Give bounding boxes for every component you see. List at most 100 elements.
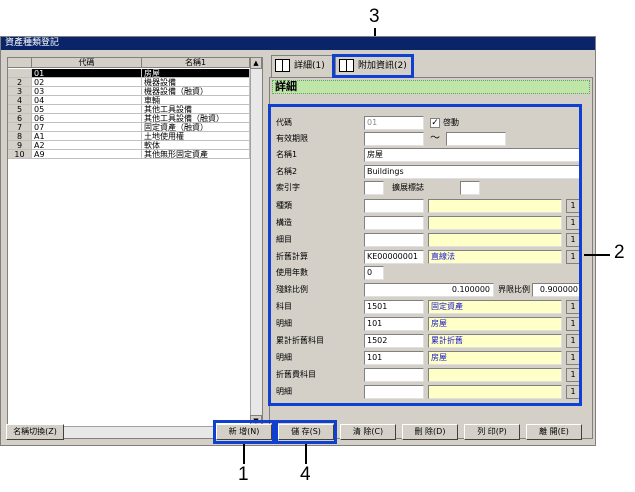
account-lookup-button[interactable]: 1 [566, 300, 580, 314]
callout-2: 2 [614, 242, 625, 263]
row-name: 土地使用權 [142, 132, 250, 140]
row-num: 4 [8, 96, 32, 104]
name1-field[interactable]: 房屋 [364, 148, 580, 162]
useful-life-field[interactable]: 0 [364, 266, 384, 280]
depreciation-code-field[interactable]: KE00000001 [364, 250, 424, 264]
save-button[interactable]: 儲 存(S) [278, 424, 334, 440]
enable-checkbox[interactable]: ✓ [430, 118, 440, 128]
accum-detail-label: 明細 [276, 353, 292, 362]
document-icon [339, 59, 354, 72]
row-num: 7 [8, 123, 32, 131]
name2-label: 名稱2 [276, 167, 298, 176]
useful-life-label: 使用年數 [276, 268, 308, 277]
ext-flag-field[interactable] [460, 181, 480, 195]
index-label: 索引字 [276, 183, 300, 192]
row-code: A9 [32, 150, 142, 158]
limit-ratio-label: 界限比例 [498, 285, 530, 294]
account-code-field[interactable]: 1501 [364, 300, 424, 314]
callout-4-line [305, 444, 307, 464]
callout-4: 4 [300, 464, 311, 485]
tab-detail[interactable]: 詳細(1) [271, 55, 333, 77]
accum-detail-code-field[interactable]: 101 [364, 351, 424, 365]
row-name: 機器設備 [142, 78, 250, 86]
dep-expense-lookup-button[interactable]: 1 [566, 368, 580, 382]
row-code: 05 [32, 105, 142, 113]
accum-lookup-button[interactable]: 1 [566, 334, 580, 348]
row-name: 其他工具設備 [142, 105, 250, 113]
account-label: 科目 [276, 302, 292, 311]
print-button[interactable]: 列 印(P) [464, 424, 520, 440]
structure-label: 構造 [276, 218, 292, 227]
name2-field[interactable]: Buildings [364, 165, 580, 179]
row-code: 06 [32, 114, 142, 122]
scroll-up-icon[interactable]: ▲ [250, 57, 262, 69]
delete-button[interactable]: 刪 除(D) [402, 424, 458, 440]
kind-label: 種類 [276, 201, 292, 210]
callout-1: 1 [238, 464, 249, 485]
dep-expense-label: 折舊費科目 [276, 370, 316, 379]
code-field[interactable]: 01 [364, 116, 424, 130]
new-button[interactable]: 新 增(N) [216, 424, 272, 440]
index-field[interactable] [364, 181, 384, 195]
kind-lookup-button[interactable]: 1 [566, 199, 580, 213]
close-button[interactable]: 離 開(E) [526, 424, 582, 440]
row-num: 9 [8, 141, 32, 149]
dep-detail-lookup-button[interactable]: 1 [566, 385, 580, 399]
limit-ratio-field[interactable]: 0.900000 [532, 283, 582, 297]
row-name: 房屋 [142, 69, 250, 77]
tab-extra-info[interactable]: 附加資訊(2) [335, 55, 413, 77]
detail-panel: 詳細 代碼 01 ✓ 啓動 有效期限 ～ 名稱1 房屋 名稱2 Building… [269, 77, 593, 439]
row-code: 07 [32, 123, 142, 131]
residual-ratio-label: 殘餘比例 [276, 285, 308, 294]
ext-flag-label: 擴展標誌 [392, 183, 424, 192]
account-name-field: 固定資產 [428, 300, 562, 314]
enable-label: 啓動 [443, 118, 459, 127]
account-detail-lookup-button[interactable]: 1 [566, 317, 580, 331]
depreciation-method-field: 直線法 [428, 250, 562, 264]
kind-code-field[interactable] [364, 199, 424, 213]
detail-lookup-button[interactable]: 1 [566, 233, 580, 247]
depreciation-label: 折舊計算 [276, 252, 308, 261]
account-detail-name-field: 房屋 [428, 317, 562, 331]
structure-code-field[interactable] [364, 216, 424, 230]
grid-header-code[interactable]: 代碼 [32, 58, 142, 67]
row-code: A1 [32, 132, 142, 140]
row-name: 車輛 [142, 96, 250, 104]
row-name: 固定資產（融資） [142, 123, 250, 131]
row-name: 軟体 [142, 141, 250, 149]
kind-name-field [428, 199, 562, 213]
depreciation-lookup-button[interactable]: 1 [566, 250, 580, 264]
name-switch-button[interactable]: 名稱切換(Z) [6, 424, 64, 440]
structure-lookup-button[interactable]: 1 [566, 216, 580, 230]
accum-detail-name-field: 房屋 [428, 351, 562, 365]
code-label: 代碼 [276, 118, 292, 127]
row-num: 10 [8, 150, 32, 158]
accum-account-label: 累計折舊科目 [276, 336, 324, 345]
valid-to-field[interactable] [446, 132, 506, 146]
dep-expense-code-field[interactable] [364, 368, 424, 382]
account-detail-code-field[interactable]: 101 [364, 317, 424, 331]
valid-from-field[interactable] [364, 132, 424, 146]
row-code: 02 [32, 78, 142, 86]
dep-detail-code-field[interactable] [364, 385, 424, 399]
accum-detail-lookup-button[interactable]: 1 [566, 351, 580, 365]
detail-code-field[interactable] [364, 233, 424, 247]
grid-header-name[interactable]: 名稱1 [142, 58, 250, 67]
grid-header-num [8, 58, 32, 67]
accum-code-field[interactable]: 1502 [364, 334, 424, 348]
clear-button[interactable]: 清 除(C) [340, 424, 396, 440]
residual-ratio-field[interactable]: 0.100000 [364, 283, 494, 297]
grid-vertical-scrollbar[interactable]: ▲ ▼ [250, 57, 262, 427]
